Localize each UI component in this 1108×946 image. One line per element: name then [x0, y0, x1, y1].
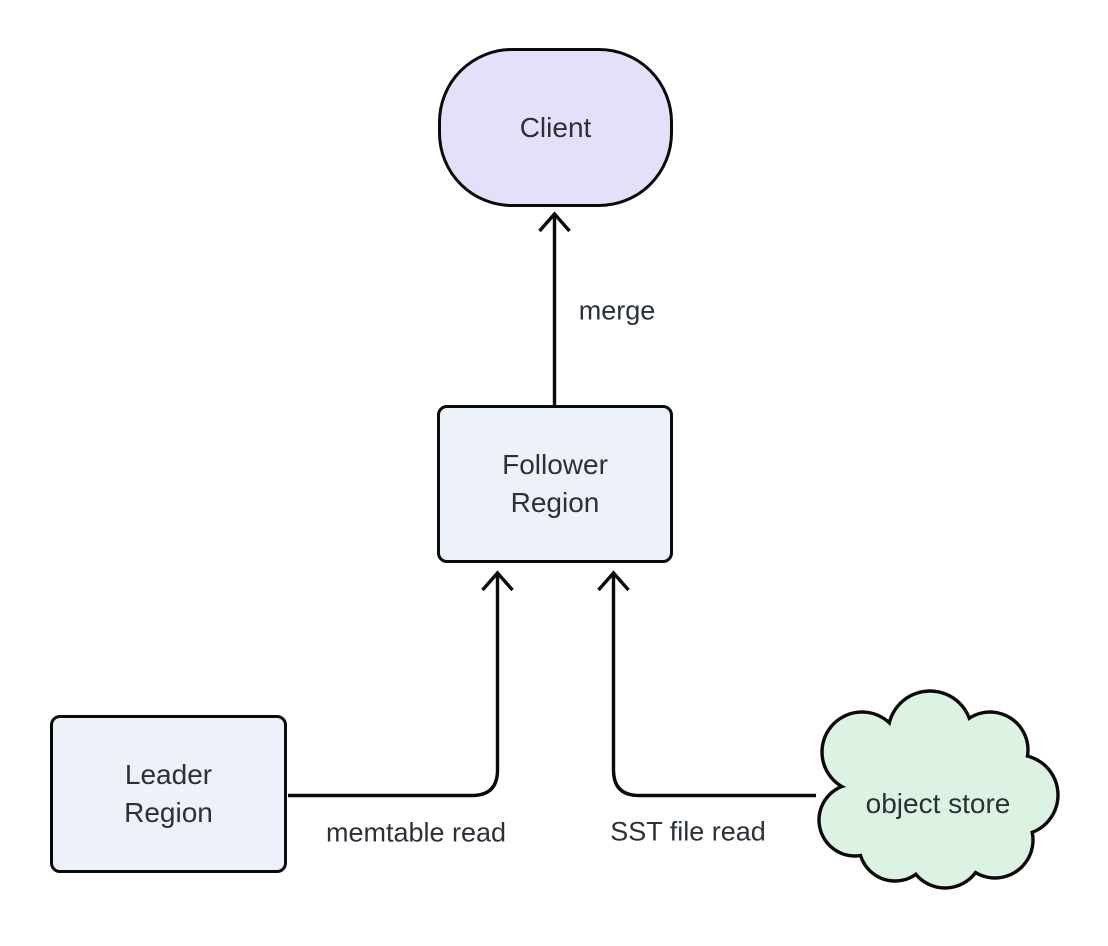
node-leader-region: Leader Region — [50, 715, 287, 873]
node-follower-region-label-line2: Region — [510, 487, 600, 518]
node-leader-region-label-line2: Region — [124, 797, 213, 828]
node-follower-region-label-line1: Follower — [502, 449, 608, 480]
object-store-cloud-fill — [820, 692, 1057, 887]
node-client: Client — [438, 48, 673, 207]
edge-label-merge: merge — [578, 295, 656, 326]
node-client-label: Client — [519, 111, 592, 143]
edge-sst-file-read — [597, 570, 816, 798]
edge-label-sst-file-read: SST file read — [610, 816, 766, 847]
node-object-store-label: object store — [865, 788, 1011, 819]
node-leader-region-label-line1: Leader — [124, 759, 213, 790]
edge-label-memtable-read: memtable read — [325, 817, 507, 848]
edge-memtable-read — [288, 570, 514, 798]
node-follower-region: Follower Region — [437, 405, 673, 563]
